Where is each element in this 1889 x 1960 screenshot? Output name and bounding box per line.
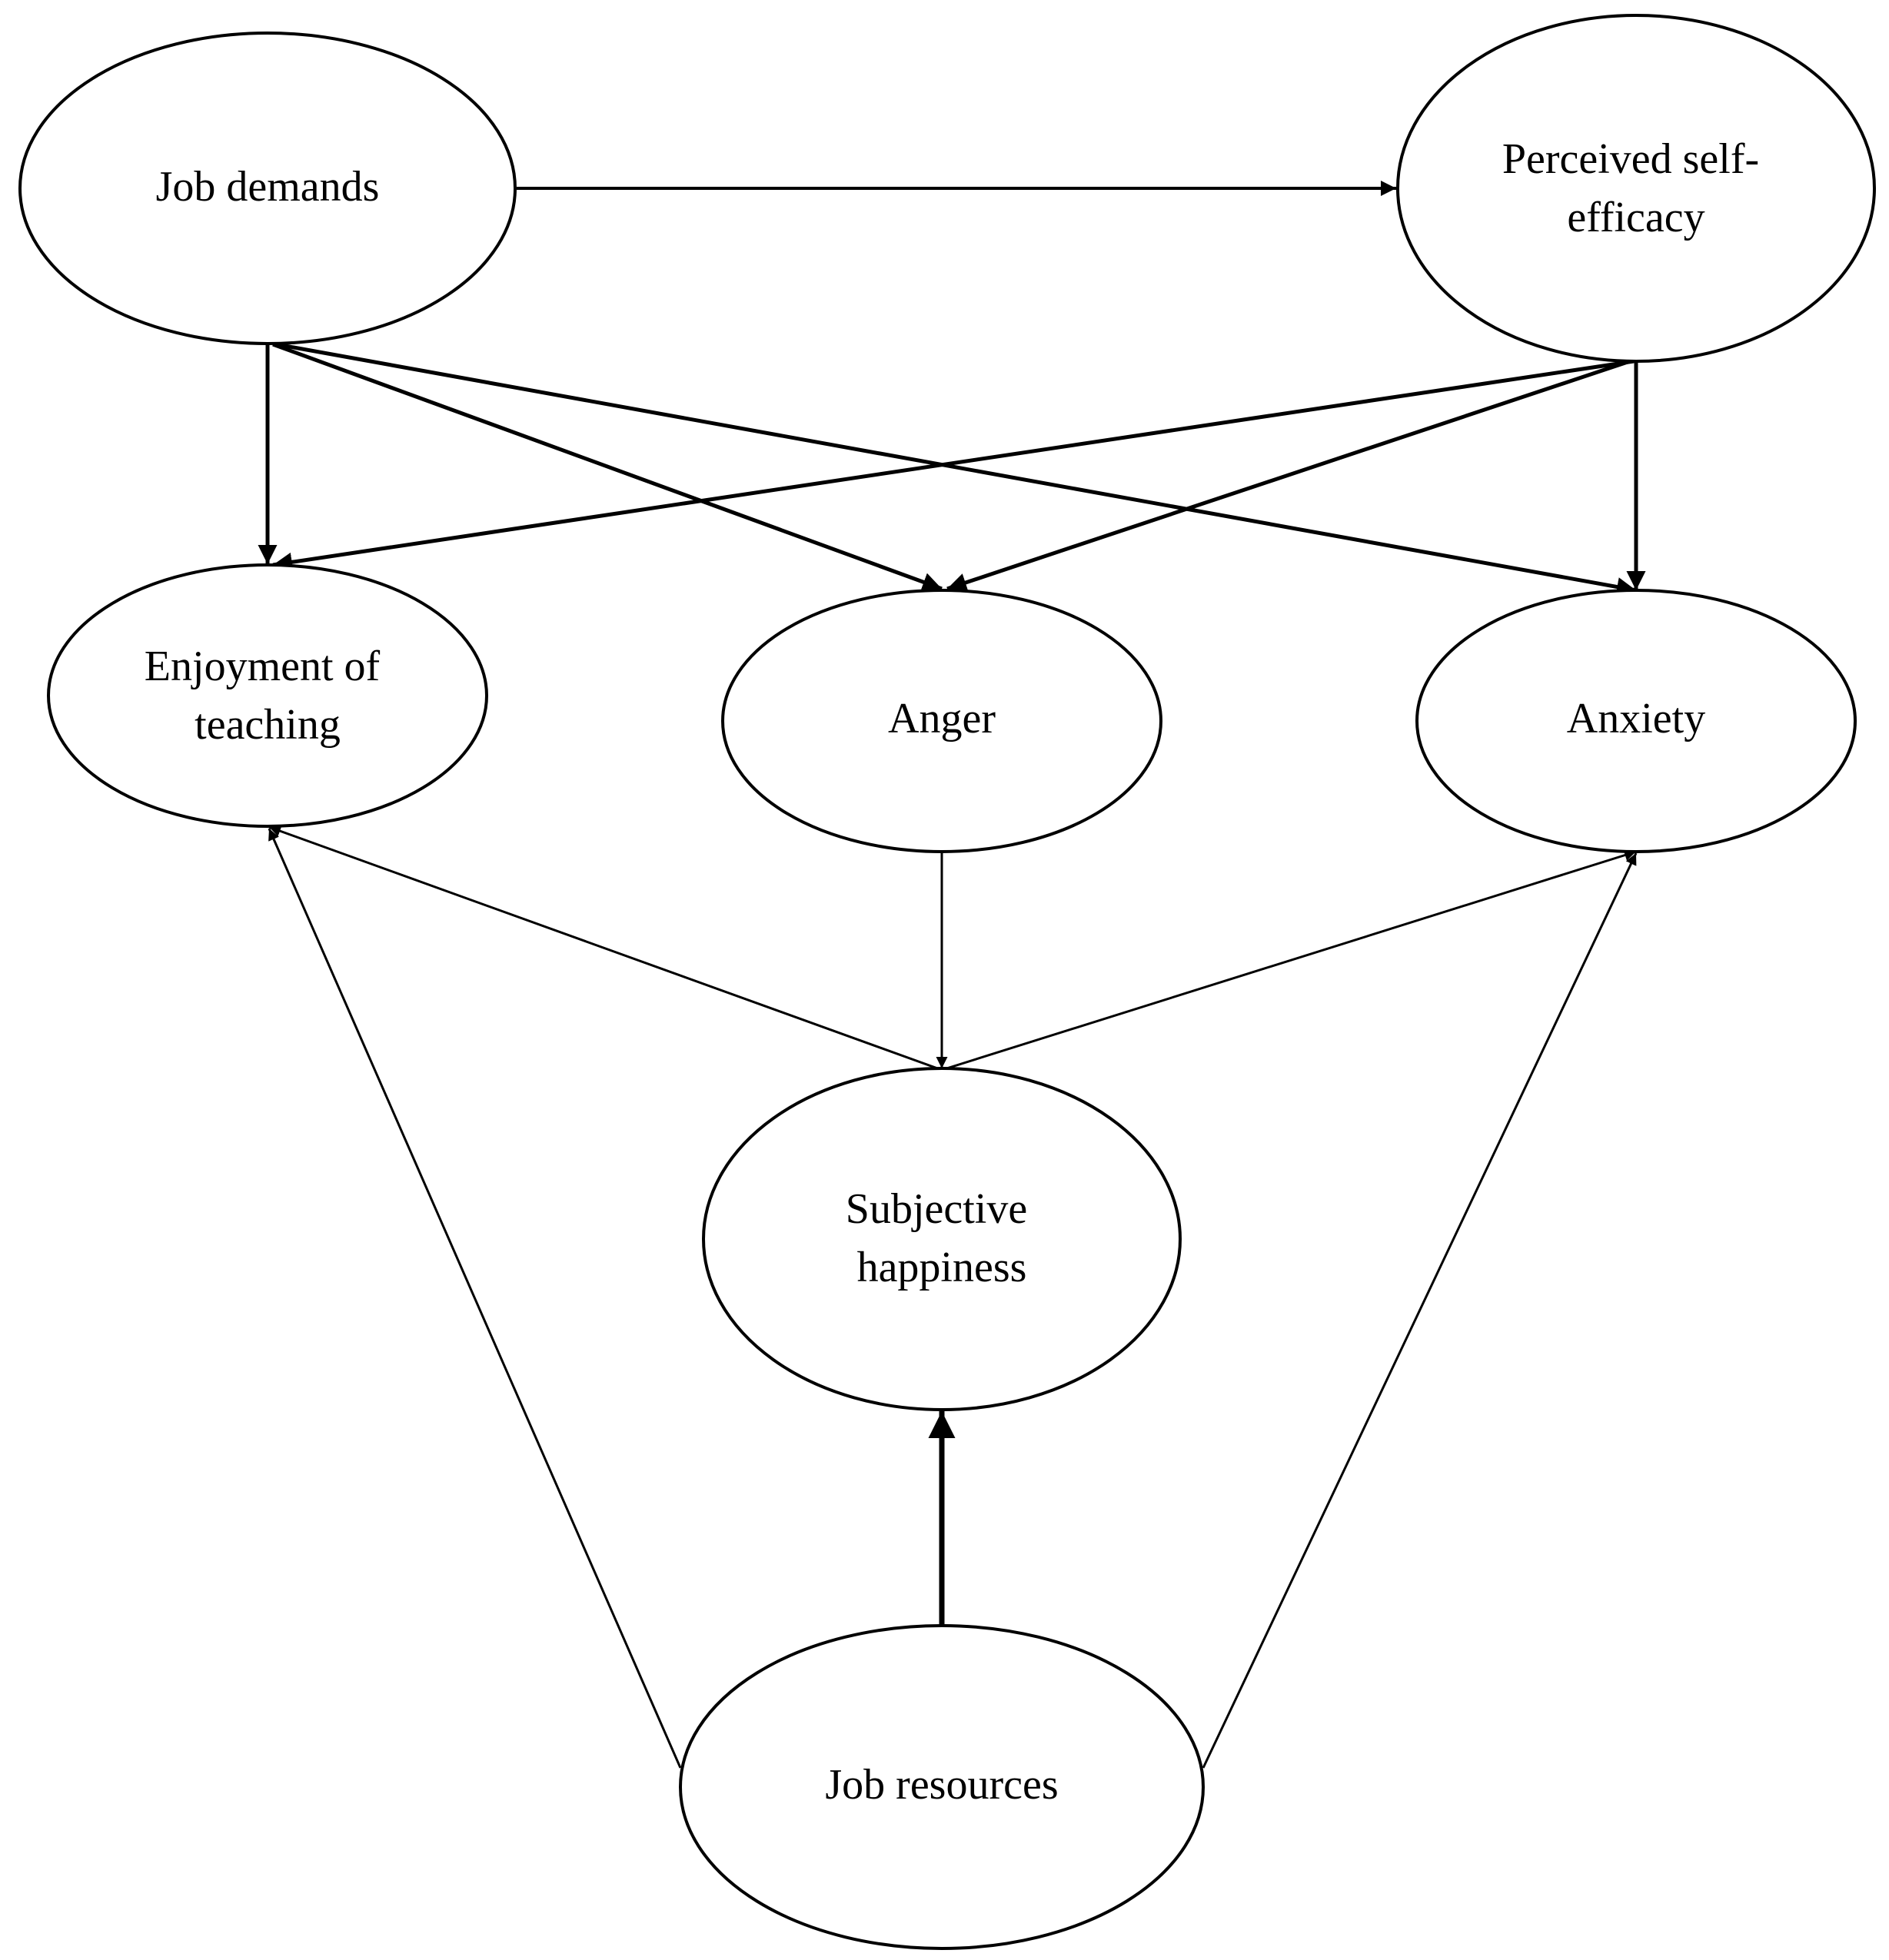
arrow-self-efficacy-to-enjoyment bbox=[272, 359, 1635, 572]
svg-text:Enjoyment of teaching: Enjoyment of teaching bbox=[145, 643, 391, 749]
node-perceived-self-efficacy-label-line2: efficacy bbox=[1567, 194, 1704, 241]
node-enjoyment-of-teaching: Enjoyment of teaching bbox=[47, 563, 488, 828]
arrow-job-demands-to-anxiety bbox=[276, 342, 1637, 596]
node-anxiety: Anxiety bbox=[1415, 589, 1857, 853]
node-job-demands-label: Job demands bbox=[156, 163, 380, 211]
arrow-happiness-to-enjoyment bbox=[268, 826, 943, 1071]
svg-text:Job resources: Job resources bbox=[825, 1761, 1058, 1809]
arrow-job-resources-to-enjoyment bbox=[268, 828, 682, 1769]
node-job-demands: Job demands bbox=[18, 32, 517, 345]
node-job-resources-label: Job resources bbox=[825, 1761, 1058, 1809]
node-subjective-happiness: Subjective happiness bbox=[702, 1067, 1182, 1411]
node-anxiety-label: Anxiety bbox=[1567, 695, 1705, 742]
svg-text:Perceived self- efficacy: Perceived self- efficacy bbox=[1502, 135, 1770, 241]
node-subjective-happiness-label-line2: happiness bbox=[857, 1244, 1027, 1291]
node-subjective-happiness-label-line1: Subjective bbox=[846, 1185, 1027, 1233]
node-anger-label: Anger bbox=[888, 695, 996, 742]
node-enjoyment-label-line2: teaching bbox=[195, 701, 341, 749]
svg-text:Job demands: Job demands bbox=[156, 163, 380, 211]
arrow-self-efficacy-to-anger bbox=[946, 359, 1631, 592]
arrow-happiness-to-anxiety bbox=[941, 849, 1637, 1071]
arrow-job-demands-to-anger bbox=[272, 342, 943, 592]
node-perceived-self-efficacy-label-line1: Perceived self- bbox=[1502, 135, 1759, 183]
node-anger: Anger bbox=[721, 589, 1162, 853]
arrow-job-resources-to-anxiety bbox=[1202, 852, 1638, 1769]
node-perceived-self-efficacy: Perceived self- efficacy bbox=[1396, 14, 1876, 363]
edges-layer bbox=[258, 181, 1646, 1769]
svg-text:Subjective happiness: Subjective happiness bbox=[846, 1185, 1038, 1291]
node-job-resources: Job resources bbox=[679, 1624, 1205, 1950]
svg-text:Anger: Anger bbox=[888, 695, 996, 742]
node-enjoyment-label-line1: Enjoyment of bbox=[145, 643, 381, 690]
svg-text:Anxiety: Anxiety bbox=[1567, 695, 1705, 742]
